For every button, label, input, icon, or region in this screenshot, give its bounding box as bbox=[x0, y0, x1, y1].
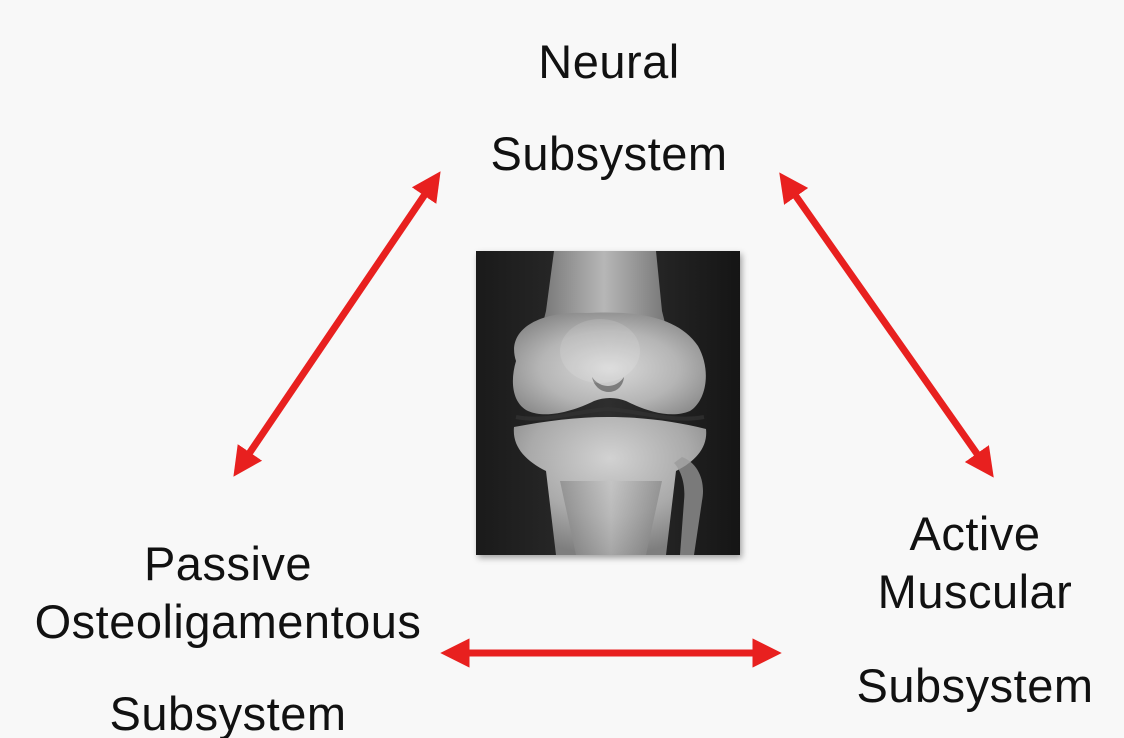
arrow-neural-passive bbox=[240, 181, 434, 467]
knee-xray-image bbox=[476, 251, 740, 555]
arrow-neural-active bbox=[786, 182, 987, 468]
